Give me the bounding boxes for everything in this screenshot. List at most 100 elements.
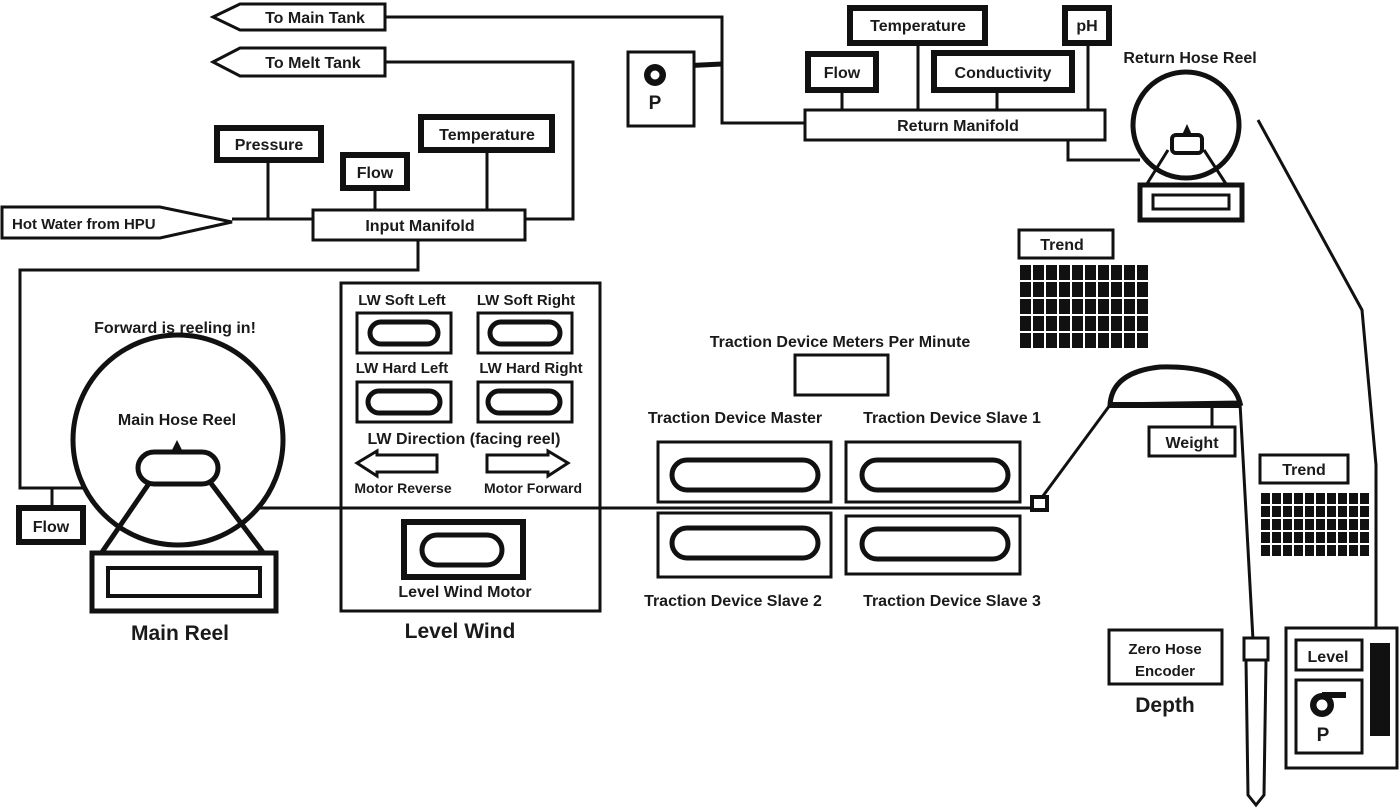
input-pressure-label: Pressure xyxy=(235,137,304,154)
return-pump[interactable]: P xyxy=(626,50,696,128)
to-main-tank-label: To Main Tank xyxy=(265,10,365,27)
trend-cell xyxy=(1349,493,1358,504)
trend-cell xyxy=(1261,532,1270,543)
trend-cell xyxy=(1338,493,1347,504)
trend-cell xyxy=(1272,545,1281,556)
zero-hose-label-line1: Zero Hose xyxy=(1128,641,1201,658)
traction-slave3-label: Traction Device Slave 3 xyxy=(863,593,1041,610)
return-temperature-gauge[interactable]: Temperature xyxy=(847,5,988,46)
trend-cell xyxy=(1085,333,1096,348)
hose-sheave xyxy=(1107,364,1244,408)
return-ph-gauge[interactable]: pH xyxy=(1062,5,1112,46)
trend-cell xyxy=(1261,545,1270,556)
trend-cell xyxy=(1124,282,1135,297)
traction-master-indicator[interactable] xyxy=(656,440,833,504)
lw-hard-right-label: LW Hard Right xyxy=(479,360,582,377)
trend-cell xyxy=(1085,299,1096,314)
trend-cell xyxy=(1327,519,1336,530)
trend-cell xyxy=(1033,299,1044,314)
trend-cell xyxy=(1261,506,1270,517)
trend-cell xyxy=(1137,299,1148,314)
trend-cell xyxy=(1033,265,1044,280)
trend-cell xyxy=(1098,316,1109,331)
level-wind-motor-indicator[interactable] xyxy=(401,519,526,580)
main-flow-gauge[interactable]: Flow xyxy=(16,505,86,545)
to-melt-tank-arrow[interactable]: To Melt Tank xyxy=(209,46,387,78)
traction-mpm-label: Traction Device Meters Per Minute xyxy=(710,334,971,351)
input-temperature-gauge[interactable]: Temperature xyxy=(418,114,555,153)
trend-cell xyxy=(1085,282,1096,297)
trend-cell xyxy=(1316,506,1325,517)
weight-gauge[interactable]: Weight xyxy=(1147,425,1237,458)
lw-soft-left-label: LW Soft Left xyxy=(358,292,445,309)
trend-cell xyxy=(1111,333,1122,348)
pump-label: P xyxy=(649,93,662,114)
trend-cell xyxy=(1305,493,1314,504)
input-manifold: Input Manifold xyxy=(311,208,527,242)
trend-cell xyxy=(1349,532,1358,543)
trend-cell xyxy=(1327,506,1336,517)
lw-hard-left-label: LW Hard Left xyxy=(356,360,449,377)
input-flow-gauge[interactable]: Flow xyxy=(340,152,410,191)
forward-note: Forward is reeling in! xyxy=(94,320,256,337)
main-hose-reel[interactable]: Forward is reeling in! Main Hose Reel Ma… xyxy=(70,320,286,645)
lw-hard-right-indicator[interactable] xyxy=(476,380,574,424)
trend-cell xyxy=(1283,493,1292,504)
tank-level-gauge[interactable]: Level xyxy=(1294,638,1364,672)
trend-cell xyxy=(1046,316,1057,331)
zero-hose-encoder-button[interactable]: Zero Hose Encoder xyxy=(1107,628,1224,686)
tank-level-bar xyxy=(1370,643,1390,736)
trend-cell xyxy=(1020,299,1031,314)
return-temperature-label: Temperature xyxy=(870,18,966,35)
trend-cell xyxy=(1046,265,1057,280)
return-ph-label: pH xyxy=(1076,18,1097,35)
trend-cell xyxy=(1261,519,1270,530)
trend-cell xyxy=(1072,265,1083,280)
trend-cell xyxy=(1124,333,1135,348)
to-main-tank-arrow[interactable]: To Main Tank xyxy=(209,2,387,32)
return-hose-reel[interactable]: Return Hose Reel xyxy=(1123,50,1257,223)
hot-water-label: Hot Water from HPU xyxy=(12,216,156,233)
lw-soft-left-indicator[interactable] xyxy=(355,311,453,355)
trend-chart-2[interactable] xyxy=(1261,493,1369,556)
return-flow-gauge[interactable]: Flow xyxy=(805,51,879,93)
trend-cell xyxy=(1272,519,1281,530)
trend-cell xyxy=(1046,333,1057,348)
tank-pump-label: P xyxy=(1317,725,1330,746)
hot-water-from-hpu-arrow[interactable]: Hot Water from HPU xyxy=(0,205,233,240)
tank-level-label: Level xyxy=(1308,649,1349,666)
return-manifold: Return Manifold xyxy=(803,108,1107,142)
trend-cell xyxy=(1020,282,1031,297)
trend-cell xyxy=(1033,282,1044,297)
trend-cell xyxy=(1360,493,1369,504)
trend-chart-1[interactable] xyxy=(1020,265,1148,348)
traction-slave3-indicator[interactable] xyxy=(844,514,1022,576)
tank-panel: Level P xyxy=(1284,626,1399,770)
trend-cell xyxy=(1338,519,1347,530)
lw-hard-left-indicator[interactable] xyxy=(355,380,453,424)
input-flow-label: Flow xyxy=(357,165,394,182)
trend-cell xyxy=(1137,265,1148,280)
trend-cell xyxy=(1272,532,1281,543)
trend-cell xyxy=(1338,506,1347,517)
trend-button-1[interactable]: Trend xyxy=(1017,228,1115,260)
trend-cell xyxy=(1338,545,1347,556)
motor-reverse-arrow[interactable] xyxy=(354,448,439,479)
traction-slave2-indicator[interactable] xyxy=(656,511,833,579)
traction-slave1-indicator[interactable] xyxy=(844,440,1022,504)
trend-cell xyxy=(1098,282,1109,297)
lw-soft-right-label: LW Soft Right xyxy=(477,292,575,309)
input-temperature-label: Temperature xyxy=(439,127,535,144)
hose-nozzle-probe xyxy=(1242,636,1270,808)
return-conductivity-gauge[interactable]: Conductivity xyxy=(931,50,1075,93)
trend-button-2[interactable]: Trend xyxy=(1258,453,1350,485)
lw-soft-right-indicator[interactable] xyxy=(476,311,574,355)
tank-pump[interactable]: P xyxy=(1294,678,1364,755)
trend-cell xyxy=(1137,316,1148,331)
motor-forward-arrow[interactable] xyxy=(485,448,571,479)
input-pressure-gauge[interactable]: Pressure xyxy=(214,125,324,163)
level-wind-panel: Level Wind LW Soft Left LW Soft Right LW… xyxy=(339,281,602,643)
motor-forward-label: Motor Forward xyxy=(484,480,582,496)
return-manifold-label: Return Manifold xyxy=(897,118,1019,135)
